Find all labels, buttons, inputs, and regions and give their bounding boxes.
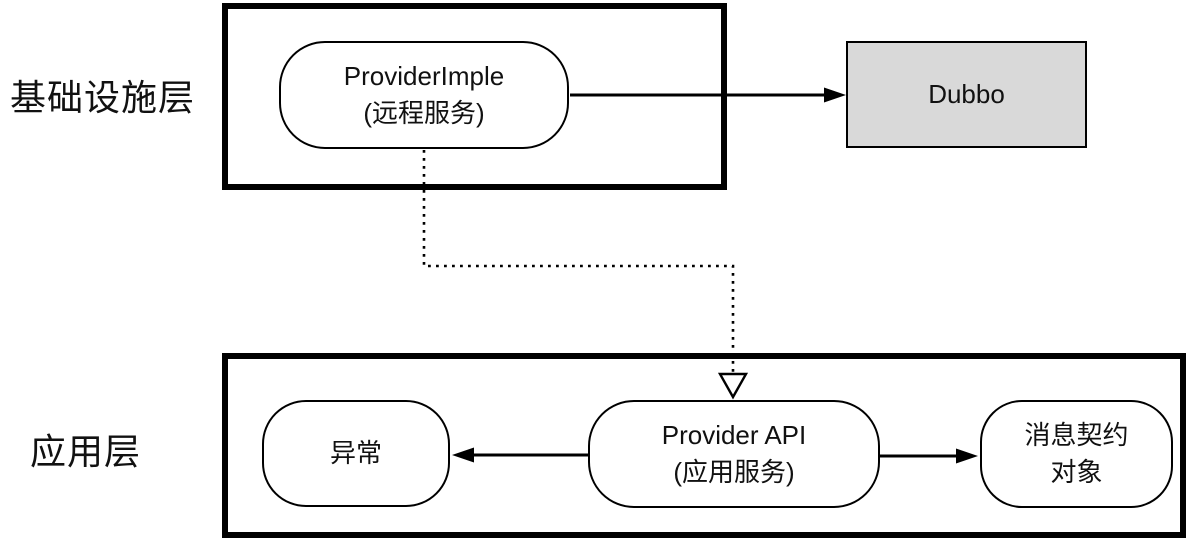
application-layer-label: 应用层 <box>30 431 142 472</box>
node-exception: 异常 <box>262 400 450 507</box>
node-exception-label: 异常 <box>329 438 382 468</box>
node-message-contract-line1: 消息契约 <box>1024 420 1129 450</box>
node-dubbo: Dubbo <box>846 41 1087 148</box>
node-message-contract-line2: 对象 <box>1050 457 1103 487</box>
node-provider-imple-subtitle: (远程服务) <box>363 98 485 128</box>
node-provider-api-subtitle: (应用服务) <box>673 457 795 487</box>
infrastructure-layer-label: 基础设施层 <box>10 77 196 118</box>
filled-arrowhead-icon <box>824 87 846 103</box>
node-provider-api-title: Provider API <box>661 420 807 450</box>
node-message-contract: 消息契约 对象 <box>980 400 1173 508</box>
node-provider-imple-title: ProviderImple <box>343 61 505 91</box>
node-provider-imple: ProviderImple (远程服务) <box>279 41 569 149</box>
node-provider-api: Provider API (应用服务) <box>588 400 880 508</box>
node-dubbo-label: Dubbo <box>928 79 1005 109</box>
